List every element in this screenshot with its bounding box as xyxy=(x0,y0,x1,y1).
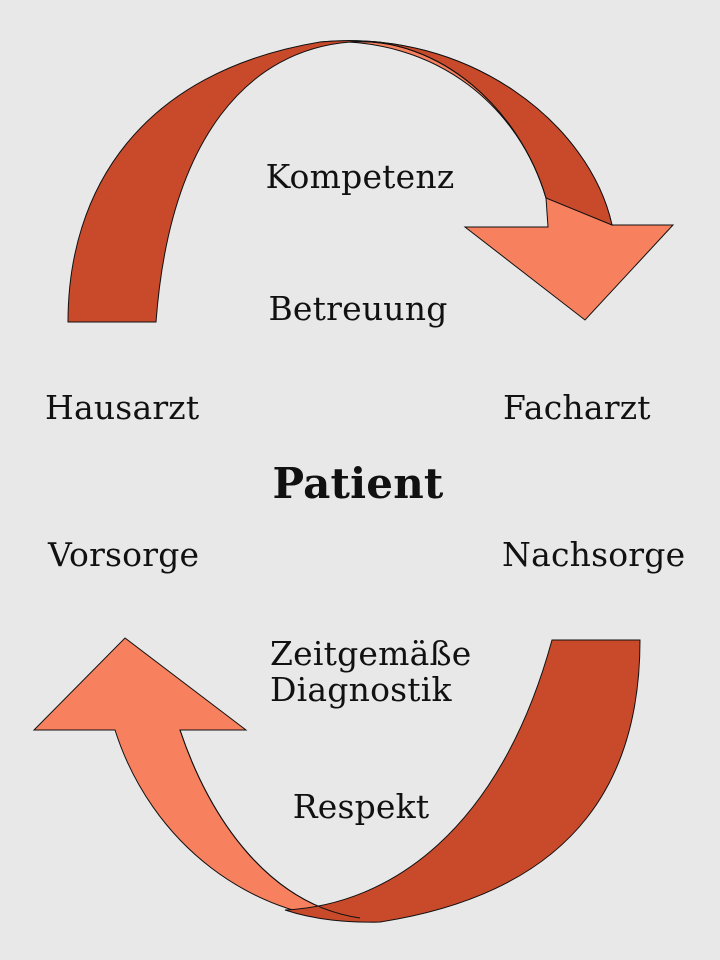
label-respekt: Respekt xyxy=(292,787,430,826)
label-zeitgemaesse-diagnostik: Zeitgemäße Diagnostik xyxy=(270,634,472,710)
label-patient: Patient xyxy=(272,459,444,508)
label-vorsorge: Vorsorge xyxy=(48,535,200,574)
label-nachsorge: Nachsorge xyxy=(502,535,686,574)
label-hausarzt: Hausarzt xyxy=(45,388,200,427)
bottom-arrow-tail xyxy=(284,639,641,923)
top-arrow-tail xyxy=(67,40,613,323)
label-betreuung: Betreuung xyxy=(268,289,448,328)
label-facharzt: Facharzt xyxy=(503,388,651,427)
label-zeitgemaesse: Zeitgemäße xyxy=(270,634,472,673)
label-diagnostik: Diagnostik xyxy=(270,670,452,710)
label-kompetenz: Kompetenz xyxy=(265,157,455,196)
top-arrow-inner-ribbon xyxy=(349,41,547,199)
bottom-arrow-inner-ribbon xyxy=(179,729,361,919)
